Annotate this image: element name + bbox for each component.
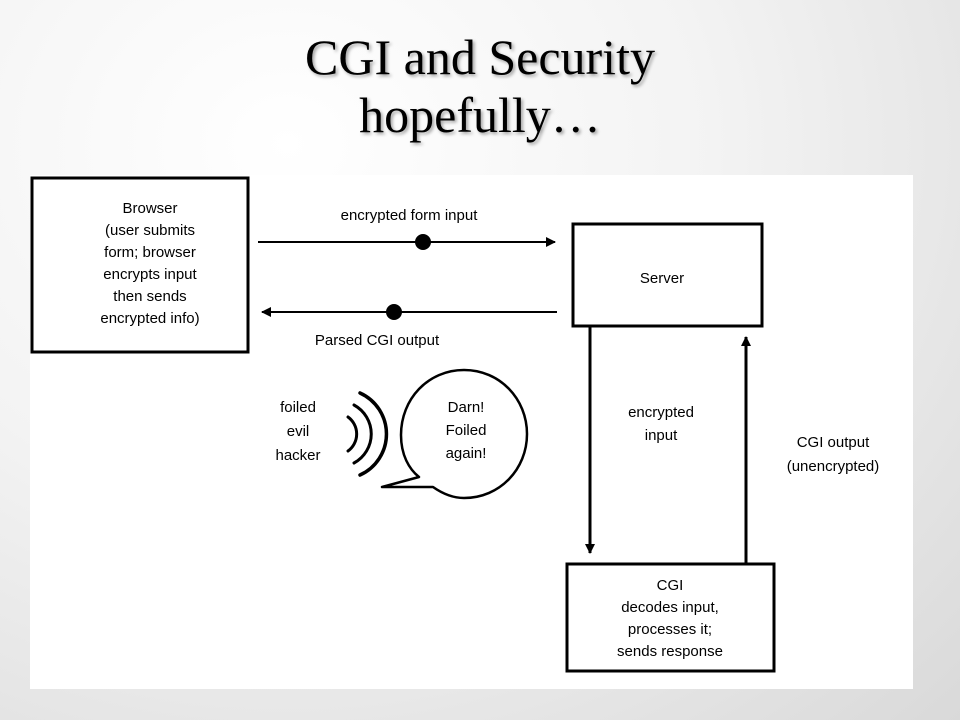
cgi-box: CGI decodes input, processes it; sends r… [565, 562, 776, 673]
parsed-cgi-output-label: Parsed CGI output [315, 332, 440, 349]
encrypted-input-arrow: encrypted input [585, 326, 694, 554]
encryption-dot-icon [386, 304, 402, 320]
hacker-label-line-3: hacker [275, 447, 320, 464]
browser-label-line-4: encrypts input [103, 266, 197, 283]
browser-label-line-3: form; browser [104, 244, 196, 261]
hacker-group: foiled evil hacker Darn! Foiled again! [275, 368, 529, 500]
browser-label-line-2: (user submits [105, 222, 195, 239]
slide-title: CGI and Security hopefully… [0, 28, 960, 144]
speech-bubble-line-1: Darn! [448, 399, 485, 416]
cgi-label-line-4: sends response [617, 643, 723, 660]
diagram-canvas: Browser (user submits form; browser encr… [30, 176, 880, 673]
server-label: Server [640, 270, 684, 287]
slide-title-line-1: CGI and Security [305, 29, 655, 85]
speech-bubble-line-2: Foiled [446, 422, 487, 439]
encrypted-form-input-arrow: encrypted form input [258, 207, 556, 250]
cgi-output-arrow: CGI output (unencrypted) [741, 336, 880, 564]
encrypted-form-input-label: encrypted form input [341, 207, 479, 224]
hacker-label-line-1: foiled [280, 399, 316, 416]
encrypted-input-label-line-1: encrypted [628, 404, 694, 421]
hacker-label-line-2: evil [287, 423, 310, 440]
browser-label-line-1: Browser [122, 200, 177, 217]
sound-waves-icon [346, 391, 389, 477]
speech-bubble-icon [380, 368, 529, 500]
browser-label-line-6: encrypted info) [100, 310, 199, 327]
cgi-label-line-1: CGI [657, 577, 684, 594]
cgi-output-label-line-2: (unencrypted) [787, 458, 880, 475]
parsed-cgi-output-arrow: Parsed CGI output [261, 304, 557, 349]
encrypted-input-label-line-2: input [645, 427, 678, 444]
browser-box: Browser (user submits form; browser encr… [30, 176, 250, 354]
cgi-label-line-2: decodes input, [621, 599, 719, 616]
cgi-label-line-3: processes it; [628, 621, 712, 638]
encryption-dot-icon [415, 234, 431, 250]
speech-bubble-line-3: again! [446, 445, 487, 462]
cgi-output-label-line-1: CGI output [797, 434, 870, 451]
cgi-security-diagram: Browser (user submits form; browser encr… [30, 175, 913, 689]
slide-title-line-2: hopefully… [359, 87, 601, 143]
server-box: Server [571, 222, 764, 328]
browser-label-line-5: then sends [113, 288, 186, 305]
